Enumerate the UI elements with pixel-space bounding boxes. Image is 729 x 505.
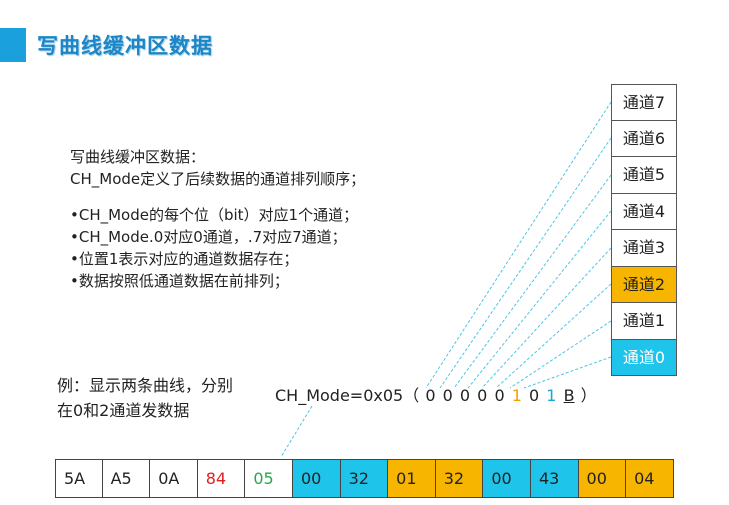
ch-mode-prefix: CH_Mode=0x05（	[275, 386, 420, 405]
channel-cell-0: 通道0	[611, 339, 677, 376]
connector-line-ch7	[425, 101, 612, 389]
ch-mode-bit-5: 0	[459, 386, 471, 405]
description-line: 写曲线缓冲区数据：	[70, 148, 206, 166]
byte-cell: 0A	[150, 459, 198, 498]
byte-cell: 5A	[55, 459, 103, 498]
channel-cell-4: 通道4	[611, 193, 677, 230]
description-bullet: •CH_Mode的每个位（bit）对应1个通道；	[70, 206, 359, 224]
ch-mode-bit-2: 1	[511, 386, 522, 405]
channel-cell-2: 通道2	[611, 266, 677, 303]
channel-table: 通道7 通道6 通道5 通道4 通道3 通道2 通道1 通道0	[611, 84, 677, 376]
byte-cell-ch0: 32	[340, 459, 389, 498]
byte-cell-ch2: 32	[435, 459, 484, 498]
example-line: 例：显示两条曲线，分别	[57, 376, 234, 395]
ch-mode-bit-4: 0	[477, 386, 488, 405]
ch-mode-close-paren: ）	[580, 386, 597, 405]
byte-cell-ch0: 00	[483, 459, 531, 498]
channel-cell-5: 通道5	[611, 157, 677, 194]
channel-cell-6: 通道6	[611, 120, 677, 157]
connector-line-ch5	[453, 174, 612, 389]
description-bullet: •数据按照低通道数据在前排列；	[70, 272, 289, 290]
example-text: 例：显示两条曲线，分别 在0和2通道发数据	[57, 373, 233, 423]
ch-mode-bit-6: 0	[442, 386, 453, 405]
connector-line-ch6	[439, 137, 612, 389]
connector-line-ch1	[509, 320, 612, 389]
byte-cell-ch-mode: 05	[245, 459, 293, 498]
description: 写曲线缓冲区数据： CH_Mode定义了后续数据的通道排列顺序； •CH_Mod…	[70, 146, 365, 292]
ch-mode-bit-3: 0	[494, 386, 505, 405]
byte-cell-ch0: 43	[530, 459, 579, 498]
connector-line-byte	[280, 405, 313, 458]
ch-mode-bit-0: 1	[546, 386, 557, 405]
ch-mode-bit-1: 0	[529, 386, 540, 405]
byte-cell-ch2: 00	[578, 459, 627, 498]
title-accent-bar	[0, 28, 26, 62]
byte-cell-ch2: 01	[388, 459, 436, 498]
byte-cell: A5	[102, 459, 151, 498]
byte-cell-command: 84	[197, 459, 246, 498]
description-line: CH_Mode定义了后续数据的通道排列顺序；	[70, 170, 366, 188]
byte-cell-ch0: 00	[292, 459, 341, 498]
description-bullet: •CH_Mode.0对应0通道，.7对应7通道；	[70, 228, 347, 246]
connector-line-ch3	[481, 247, 612, 389]
page-title: 写曲线缓冲区数据	[37, 34, 213, 58]
connector-line-ch4	[467, 210, 612, 389]
ch-mode-bit-7: 0	[425, 386, 436, 405]
example-line: 在0和2通道发数据	[57, 401, 190, 420]
connector-line-ch2	[495, 283, 612, 389]
ch-mode-binary-suffix: B	[563, 386, 575, 405]
channel-cell-7: 通道7	[611, 84, 677, 121]
channel-cell-3: 通道3	[611, 230, 677, 267]
channel-cell-1: 通道1	[611, 303, 677, 340]
byte-cell-ch2: 04	[626, 459, 674, 498]
byte-row: 5A A5 0A 84 05 00 32 01 32 00 43 00 04	[55, 459, 674, 498]
connector-line-ch0	[523, 356, 612, 389]
description-bullet: •位置1表示对应的通道数据存在；	[70, 250, 299, 268]
ch-mode-expression: CH_Mode=0x05（ 0 0 0 0 0 1 0 1 B ）	[275, 382, 597, 406]
